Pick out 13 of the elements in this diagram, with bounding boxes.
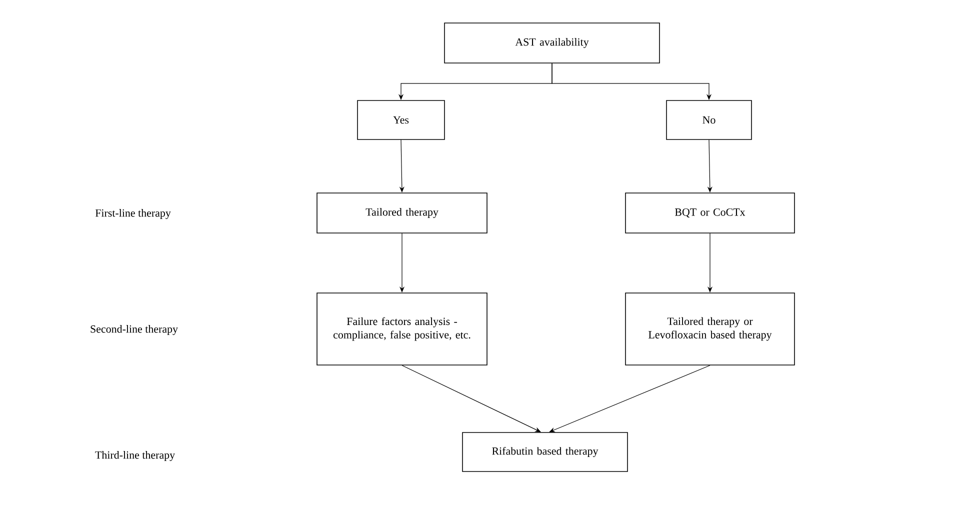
row-label: Second-line therapy [90, 325, 178, 335]
process-box: Tailored therapy or Levofloxacin based therapy [625, 292, 795, 366]
arrow [402, 365, 541, 432]
process-box: Failure factors analysis - compliance, false positive, etc. [316, 292, 488, 366]
process-box: BQT or CoCTx [625, 192, 795, 234]
process-box: Rifabutin based therapy [462, 432, 628, 472]
row-label: Third-line therapy [95, 451, 175, 461]
row-label: First-line therapy [95, 209, 171, 219]
process-box: Yes [357, 100, 445, 140]
arrow [549, 365, 710, 432]
process-box: No [666, 100, 752, 140]
process-box: Tailored therapy [316, 192, 488, 234]
process-box: AST availability [444, 22, 660, 64]
